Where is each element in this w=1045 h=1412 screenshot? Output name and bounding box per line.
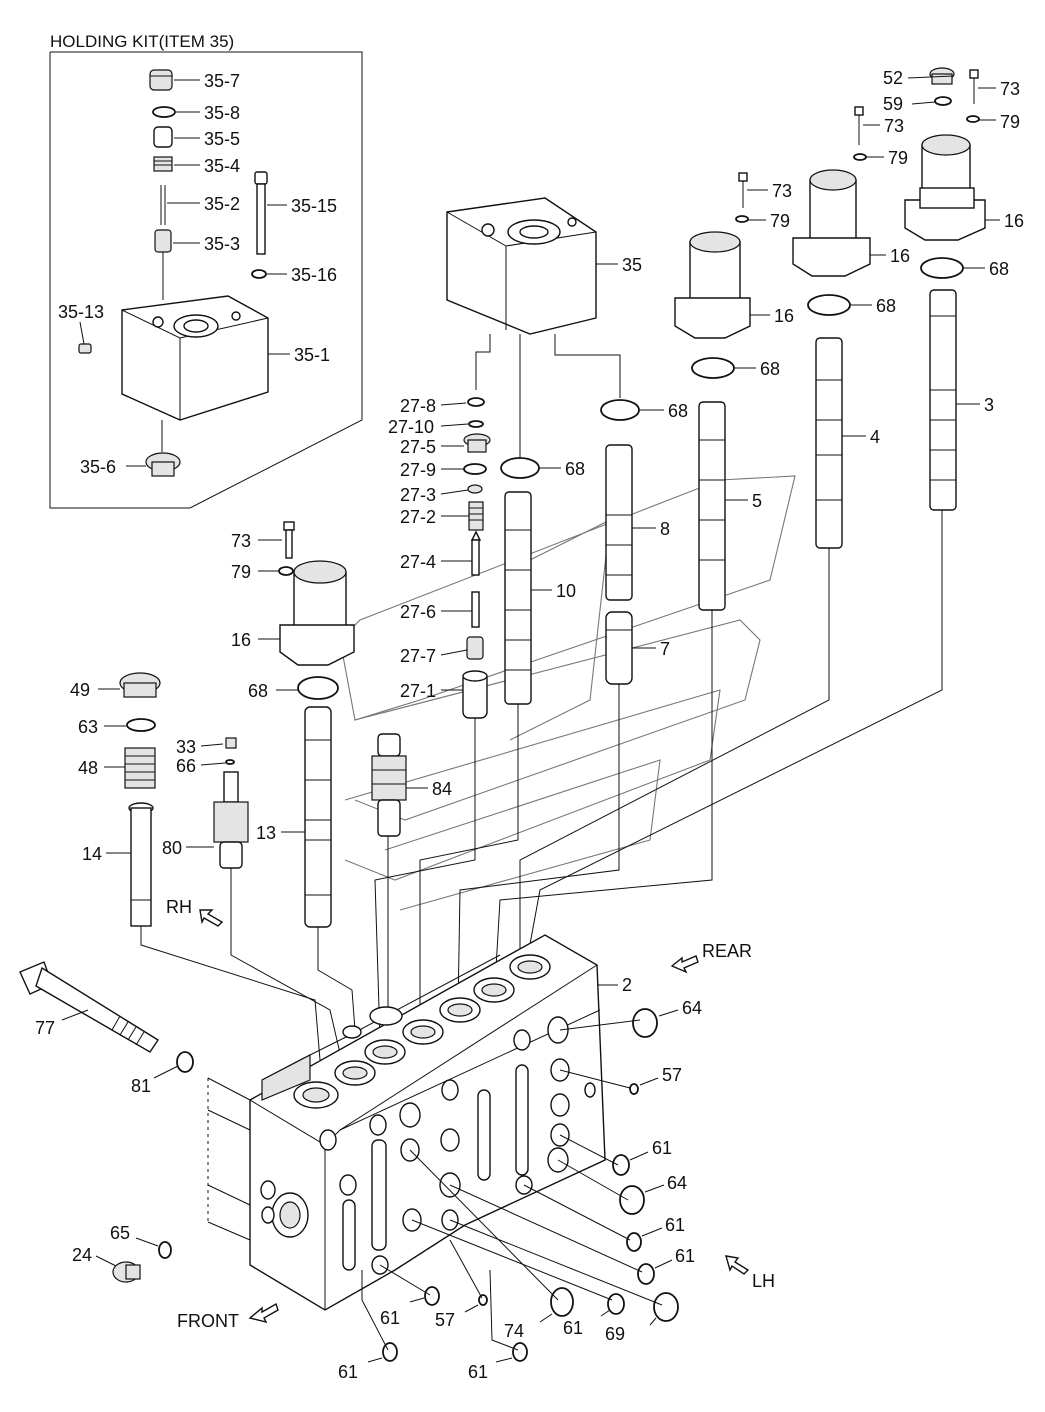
label-65: 65 bbox=[110, 1223, 130, 1243]
label-61-g: 61 bbox=[468, 1362, 488, 1382]
label-81: 81 bbox=[131, 1076, 151, 1096]
label-27-5: 27-5 bbox=[400, 437, 436, 457]
label-16-b: 16 bbox=[890, 246, 910, 266]
label-10: 10 bbox=[556, 581, 576, 601]
lh-arrow-icon bbox=[725, 1255, 750, 1275]
label-front: FRONT bbox=[177, 1311, 239, 1331]
label-64-a: 64 bbox=[682, 998, 702, 1018]
label-35-2: 35-2 bbox=[204, 194, 240, 214]
label-35-5: 35-5 bbox=[204, 129, 240, 149]
label-13: 13 bbox=[256, 823, 276, 843]
label-79-c: 79 bbox=[770, 211, 790, 231]
left-parts-column: 49 63 48 14 33 66 80 RH bbox=[70, 672, 249, 927]
label-68-d: 68 bbox=[668, 401, 688, 421]
label-57-b: 57 bbox=[435, 1310, 455, 1330]
plug-24: 24 65 bbox=[72, 1223, 172, 1283]
orientation-markers: 2 REAR LH FRONT bbox=[177, 941, 775, 1331]
label-59: 59 bbox=[883, 94, 903, 114]
label-61-b: 61 bbox=[665, 1215, 685, 1235]
main-valve-housing bbox=[207, 934, 606, 1311]
item-35-and-27-stack: 35 27-8 27-10 27-5 27-9 27-3 27 bbox=[388, 197, 642, 719]
label-lh: LH bbox=[752, 1271, 775, 1291]
holding-kit-panel: HOLDING KIT(ITEM 35) bbox=[49, 32, 363, 509]
label-33: 33 bbox=[176, 737, 196, 757]
label-35-13: 35-13 bbox=[58, 302, 104, 322]
label-14: 14 bbox=[82, 844, 102, 864]
label-27-3: 27-3 bbox=[400, 485, 436, 505]
label-27-8: 27-8 bbox=[400, 396, 436, 416]
label-27-7: 27-7 bbox=[400, 646, 436, 666]
label-73-c: 73 bbox=[772, 181, 792, 201]
label-27-4: 27-4 bbox=[400, 552, 436, 572]
front-arrow-icon bbox=[248, 1302, 279, 1324]
label-80: 80 bbox=[162, 838, 182, 858]
label-rear: REAR bbox=[702, 941, 752, 961]
label-27-1: 27-1 bbox=[400, 681, 436, 701]
label-35-15: 35-15 bbox=[291, 196, 337, 216]
label-27-10: 27-10 bbox=[388, 417, 434, 437]
label-35: 35 bbox=[622, 255, 642, 275]
holding-kit-title: HOLDING KIT(ITEM 35) bbox=[50, 32, 234, 51]
label-3: 3 bbox=[984, 395, 994, 415]
rh-arrow-icon bbox=[199, 909, 224, 927]
label-63: 63 bbox=[78, 717, 98, 737]
label-rh: RH bbox=[166, 897, 192, 917]
label-52: 52 bbox=[883, 68, 903, 88]
label-79-d: 79 bbox=[231, 562, 251, 582]
label-68-f: 68 bbox=[248, 681, 268, 701]
label-61-f: 61 bbox=[338, 1362, 358, 1382]
label-27-6: 27-6 bbox=[400, 602, 436, 622]
label-16-d: 16 bbox=[231, 630, 251, 650]
label-49: 49 bbox=[70, 680, 90, 700]
label-73-a: 73 bbox=[1000, 79, 1020, 99]
label-35-4: 35-4 bbox=[204, 156, 240, 176]
label-35-6: 35-6 bbox=[80, 457, 116, 477]
left-solenoid-group: 73 79 16 68 13 84 bbox=[231, 521, 452, 928]
label-69: 69 bbox=[605, 1324, 625, 1344]
label-27-9: 27-9 bbox=[400, 460, 436, 480]
label-61-c: 61 bbox=[675, 1246, 695, 1266]
label-35-1: 35-1 bbox=[294, 345, 330, 365]
label-68-b: 68 bbox=[876, 296, 896, 316]
label-35-16: 35-16 bbox=[291, 265, 337, 285]
label-73-b: 73 bbox=[884, 116, 904, 136]
label-77: 77 bbox=[35, 1018, 55, 1038]
label-61-e: 61 bbox=[563, 1318, 583, 1338]
label-35-3: 35-3 bbox=[204, 234, 240, 254]
label-24: 24 bbox=[72, 1245, 92, 1265]
label-2: 2 bbox=[622, 975, 632, 995]
housing-seals: 64 57 61 64 61 61 61 57 74 61 69 61 61 bbox=[338, 998, 702, 1382]
label-5: 5 bbox=[752, 491, 762, 511]
label-8: 8 bbox=[660, 519, 670, 539]
label-79-a: 79 bbox=[1000, 112, 1020, 132]
label-16-c: 16 bbox=[774, 306, 794, 326]
solenoid-group-right: 52 59 73 79 16 68 73 79 16 68 73 79 16 6… bbox=[500, 67, 1024, 705]
assembly-leader-lines bbox=[140, 510, 943, 1076]
label-35-7: 35-7 bbox=[204, 71, 240, 91]
label-73-d: 73 bbox=[231, 531, 251, 551]
label-68-c: 68 bbox=[760, 359, 780, 379]
label-16-a: 16 bbox=[1004, 211, 1024, 231]
label-68-a: 68 bbox=[989, 259, 1009, 279]
label-57-a: 57 bbox=[662, 1065, 682, 1085]
label-61-a: 61 bbox=[652, 1138, 672, 1158]
label-68-e: 68 bbox=[565, 459, 585, 479]
through-bolt-77: 77 81 bbox=[19, 961, 194, 1096]
label-48: 48 bbox=[78, 758, 98, 778]
label-79-b: 79 bbox=[888, 148, 908, 168]
label-84: 84 bbox=[432, 779, 452, 799]
label-4: 4 bbox=[870, 427, 880, 447]
label-7: 7 bbox=[660, 639, 670, 659]
label-61-d: 61 bbox=[380, 1308, 400, 1328]
rear-arrow-icon bbox=[670, 955, 699, 974]
label-35-8: 35-8 bbox=[204, 103, 240, 123]
label-64-b: 64 bbox=[667, 1173, 687, 1193]
label-74: 74 bbox=[504, 1321, 524, 1341]
label-27-2: 27-2 bbox=[400, 507, 436, 527]
label-66: 66 bbox=[176, 756, 196, 776]
